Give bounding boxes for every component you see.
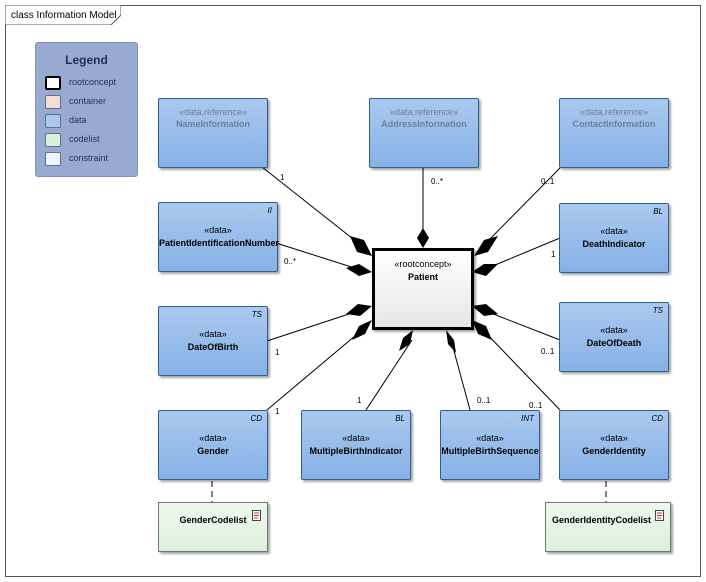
class-name: Patient — [407, 272, 438, 282]
legend-swatch — [45, 133, 61, 147]
multiplicity-date-of-birth: 1 — [275, 348, 280, 357]
class-name: AddressInformation — [381, 119, 467, 129]
legend-swatch — [45, 76, 61, 90]
legend-title: Legend — [65, 53, 108, 67]
class-date-of-death[interactable]: TS «data» DateOfDeath — [559, 302, 669, 372]
datatype-tag: BL — [395, 414, 405, 423]
stereotype: «data,reference» — [579, 107, 649, 117]
legend-label: rootconcept — [69, 77, 117, 87]
stereotype: «data» — [204, 225, 232, 235]
legend-label: codelist — [69, 134, 100, 144]
datatype-tag: TS — [652, 306, 663, 315]
document-icon — [252, 510, 261, 521]
stereotype: «data» — [199, 329, 227, 339]
multiplicity-patient-identification-number: 0..* — [284, 257, 297, 266]
datatype-tag: II — [267, 206, 272, 215]
legend-label: container — [69, 96, 107, 106]
frame-tab — [5, 5, 121, 25]
multiplicity-multiple-birth-sequence: 0..1 — [477, 396, 491, 405]
stereotype: «data» — [600, 226, 628, 236]
class-address-information[interactable]: «data,reference» AddressInformation — [369, 98, 479, 168]
codelist-gender-identity[interactable]: GenderIdentityCodelist — [545, 502, 671, 552]
multiplicity-death-indicator: 1 — [551, 250, 556, 259]
stereotype: «data,reference» — [178, 107, 248, 117]
stereotype: «data,reference» — [389, 107, 459, 117]
class-patient-identification-number[interactable]: II «data» PatientIdentificationNumber — [158, 202, 280, 272]
datatype-tag: CD — [250, 414, 262, 423]
legend-swatch — [45, 152, 61, 166]
stereotype: «data» — [199, 433, 227, 443]
legend-label: data — [69, 115, 87, 125]
rootconcept-patient[interactable]: «rootconcept» Patient — [372, 248, 474, 330]
legend-swatch — [45, 95, 61, 109]
class-name-information[interactable]: «data,reference» NameInformation — [158, 98, 268, 168]
class-date-of-birth[interactable]: TS «data» DateOfBirth — [158, 306, 268, 376]
class-death-indicator[interactable]: BL «data» DeathIndicator — [559, 203, 669, 273]
class-name: MultipleBirthSequence — [441, 446, 539, 456]
legend-swatch — [45, 114, 61, 128]
class-name: DateOfBirth — [187, 342, 239, 352]
codelist-gender[interactable]: GenderCodelist — [158, 502, 268, 552]
class-contact-information[interactable]: «data,reference» ContactInformation — [559, 98, 669, 168]
class-name: MultipleBirthIndicator — [309, 446, 403, 456]
multiplicity-multiple-birth-indicator: 1 — [357, 396, 362, 405]
datatype-tag: TS — [251, 310, 262, 319]
class-name: PatientIdentificationNumber — [159, 238, 280, 248]
legend: Legend rootconcept container data codeli… — [35, 42, 138, 177]
class-name: NameInformation — [175, 119, 250, 129]
stereotype: «rootconcept» — [394, 259, 452, 269]
class-multiple-birth-sequence[interactable]: INT «data» MultipleBirthSequence — [440, 410, 540, 480]
legend-label: constraint — [69, 153, 109, 163]
multiplicity-gender: 1 — [275, 407, 280, 416]
frame-title: class Information Model — [11, 10, 117, 21]
stereotype: «data» — [342, 433, 370, 443]
datatype-tag: CD — [651, 414, 663, 423]
multiplicity-gender-identity: 0..1 — [529, 401, 543, 410]
codelist-name: GenderIdentityCodelist — [552, 515, 652, 525]
class-multiple-birth-indicator[interactable]: BL «data» MultipleBirthIndicator — [301, 410, 411, 480]
datatype-tag: BL — [653, 207, 663, 216]
stereotype: «data» — [476, 433, 504, 443]
multiplicity-address-information: 0..* — [431, 177, 444, 186]
multiplicity-date-of-death: 0..1 — [541, 347, 555, 356]
class-name: DeathIndicator — [582, 239, 646, 249]
class-name: DateOfDeath — [586, 338, 642, 348]
codelist-name: GenderCodelist — [179, 515, 247, 525]
multiplicity-name-information: 1 — [280, 173, 285, 182]
class-gender[interactable]: CD «data» Gender — [158, 410, 268, 480]
class-gender-identity[interactable]: CD «data» GenderIdentity — [559, 410, 669, 480]
class-name: Gender — [197, 446, 229, 456]
multiplicity-contact-information: 0..1 — [541, 177, 555, 186]
class-name: ContactInformation — [572, 119, 656, 129]
document-icon — [655, 510, 664, 521]
datatype-tag: INT — [521, 414, 534, 423]
stereotype: «data» — [600, 433, 628, 443]
stereotype: «data» — [600, 325, 628, 335]
class-name: GenderIdentity — [582, 446, 646, 456]
